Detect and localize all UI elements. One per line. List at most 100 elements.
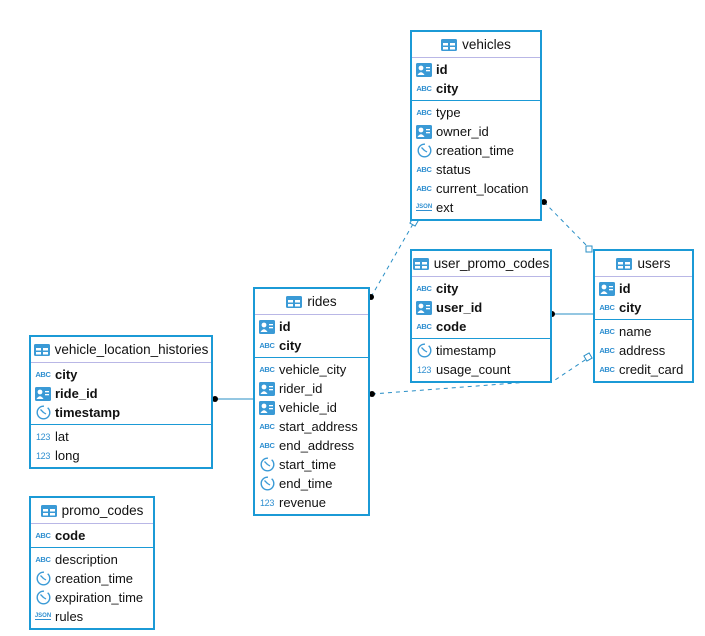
column-row[interactable]: id bbox=[595, 279, 692, 298]
column-row[interactable]: expiration_time bbox=[31, 588, 153, 607]
column-name: long bbox=[55, 448, 80, 463]
table-name: users bbox=[637, 256, 671, 271]
column-name: owner_id bbox=[436, 124, 489, 139]
table-icon bbox=[33, 343, 50, 357]
rel-rides-users bbox=[371, 357, 589, 395]
column-name: code bbox=[55, 528, 86, 543]
column-name: rules bbox=[55, 609, 84, 624]
table-header[interactable]: vehicle_location_histories bbox=[31, 337, 211, 363]
column-name: description bbox=[55, 552, 118, 567]
column-name: vehicle_city bbox=[279, 362, 347, 377]
column-name: type bbox=[436, 105, 461, 120]
column-row[interactable]: ABC status bbox=[412, 160, 540, 179]
column-name: id bbox=[619, 281, 631, 296]
column-row[interactable]: id bbox=[255, 317, 368, 336]
text-type-icon: ABC bbox=[416, 165, 432, 174]
clock-icon bbox=[259, 457, 275, 472]
column-row[interactable]: start_time bbox=[255, 455, 368, 474]
column-row[interactable]: id bbox=[412, 60, 540, 79]
table-icon bbox=[412, 257, 429, 271]
clock-icon bbox=[259, 476, 275, 491]
column-row[interactable]: owner_id bbox=[412, 122, 540, 141]
column-name: rider_id bbox=[279, 381, 323, 396]
column-name: ext bbox=[436, 200, 454, 215]
text-type-icon: ABC bbox=[259, 441, 275, 450]
column-row[interactable]: user_id bbox=[412, 298, 550, 317]
column-row[interactable]: creation_time bbox=[412, 141, 540, 160]
text-type-icon: ABC bbox=[259, 422, 275, 431]
table-name: user_promo_codes bbox=[433, 256, 550, 271]
column-name: credit_card bbox=[619, 362, 684, 377]
column-name: city bbox=[436, 81, 459, 96]
column-name: city bbox=[619, 300, 642, 315]
column-row[interactable]: creation_time bbox=[31, 569, 153, 588]
column-row[interactable]: rider_id bbox=[255, 379, 368, 398]
clock-icon bbox=[35, 405, 51, 420]
clock-icon bbox=[35, 590, 51, 605]
numeric-type-icon: 123 bbox=[35, 431, 51, 442]
text-type-icon: ABC bbox=[599, 303, 615, 312]
table-name: rides bbox=[307, 294, 337, 309]
key-column-icon bbox=[259, 319, 275, 334]
column-name: status bbox=[436, 162, 471, 177]
table-header[interactable]: users bbox=[595, 251, 692, 277]
key-column-icon bbox=[416, 62, 432, 77]
table-header[interactable]: user_promo_codes bbox=[412, 251, 550, 277]
column-row[interactable]: ABC city bbox=[595, 298, 692, 317]
clock-icon bbox=[35, 571, 51, 586]
key-column-icon bbox=[416, 124, 432, 139]
column-name: timestamp bbox=[55, 405, 121, 420]
rel-end-dot bbox=[541, 199, 547, 205]
text-type-icon: ABC bbox=[259, 341, 275, 350]
table-header[interactable]: rides bbox=[255, 289, 368, 315]
column-row[interactable]: vehicle_id bbox=[255, 398, 368, 417]
key-column-icon bbox=[599, 281, 615, 296]
column-name: timestamp bbox=[436, 343, 496, 358]
table-header[interactable]: vehicles bbox=[412, 32, 540, 58]
column-row[interactable]: timestamp bbox=[31, 403, 211, 422]
column-row[interactable]: end_time bbox=[255, 474, 368, 493]
table-header[interactable]: promo_codes bbox=[31, 498, 153, 524]
column-row[interactable]: ride_id bbox=[31, 384, 211, 403]
rel-end-square bbox=[585, 245, 593, 253]
column-name: city bbox=[55, 367, 78, 382]
column-name: current_location bbox=[436, 181, 529, 196]
column-name: start_time bbox=[279, 457, 337, 472]
column-row[interactable]: timestamp bbox=[412, 341, 550, 360]
